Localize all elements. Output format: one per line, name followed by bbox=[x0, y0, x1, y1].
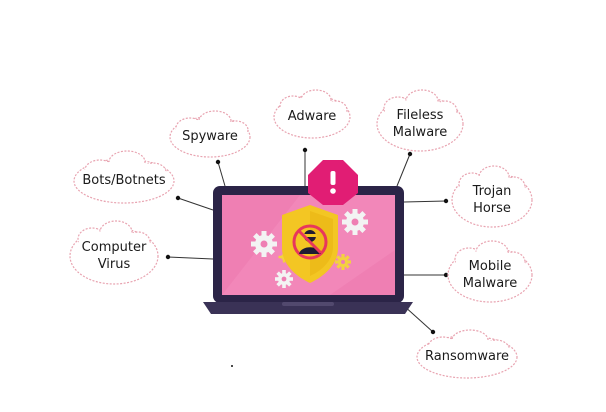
warning-triangle-icon bbox=[308, 160, 358, 205]
connector-trojan bbox=[403, 200, 447, 203]
cloud-bots bbox=[73, 150, 175, 204]
connector-fileless bbox=[396, 153, 411, 187]
label-bots-botnets: Bots/Botnets bbox=[82, 173, 166, 188]
label-fileless-malware: Fileless Malware bbox=[392, 108, 448, 140]
label-computer-virus: Computer Virus bbox=[81, 240, 147, 272]
laptop-notch bbox=[282, 302, 334, 306]
connector-lines bbox=[167, 150, 447, 333]
cloud-adware bbox=[273, 89, 351, 139]
cloud-spyware bbox=[169, 110, 251, 158]
cloud-fileless bbox=[376, 89, 464, 152]
label-mobile-malware: Mobile Malware bbox=[462, 259, 518, 291]
gear-icon bbox=[251, 209, 368, 288]
label-spyware: Spyware bbox=[182, 129, 238, 144]
label-trojan-horse: Trojan Horse bbox=[472, 184, 512, 216]
label-ransomware: Ransomware bbox=[425, 349, 509, 364]
cloud-virus bbox=[69, 220, 159, 285]
connector-virus bbox=[167, 256, 214, 260]
label-adware: Adware bbox=[287, 109, 337, 124]
connector-dots bbox=[165, 147, 449, 367]
cloud-mobile bbox=[447, 240, 533, 303]
connector-bots bbox=[177, 197, 214, 211]
cloud-trojan bbox=[451, 165, 533, 228]
clouds bbox=[69, 89, 533, 379]
laptop-base bbox=[203, 302, 413, 314]
hacker-icon bbox=[292, 224, 328, 260]
connector-spyware bbox=[217, 161, 226, 187]
cloud-ransomware bbox=[416, 329, 518, 379]
